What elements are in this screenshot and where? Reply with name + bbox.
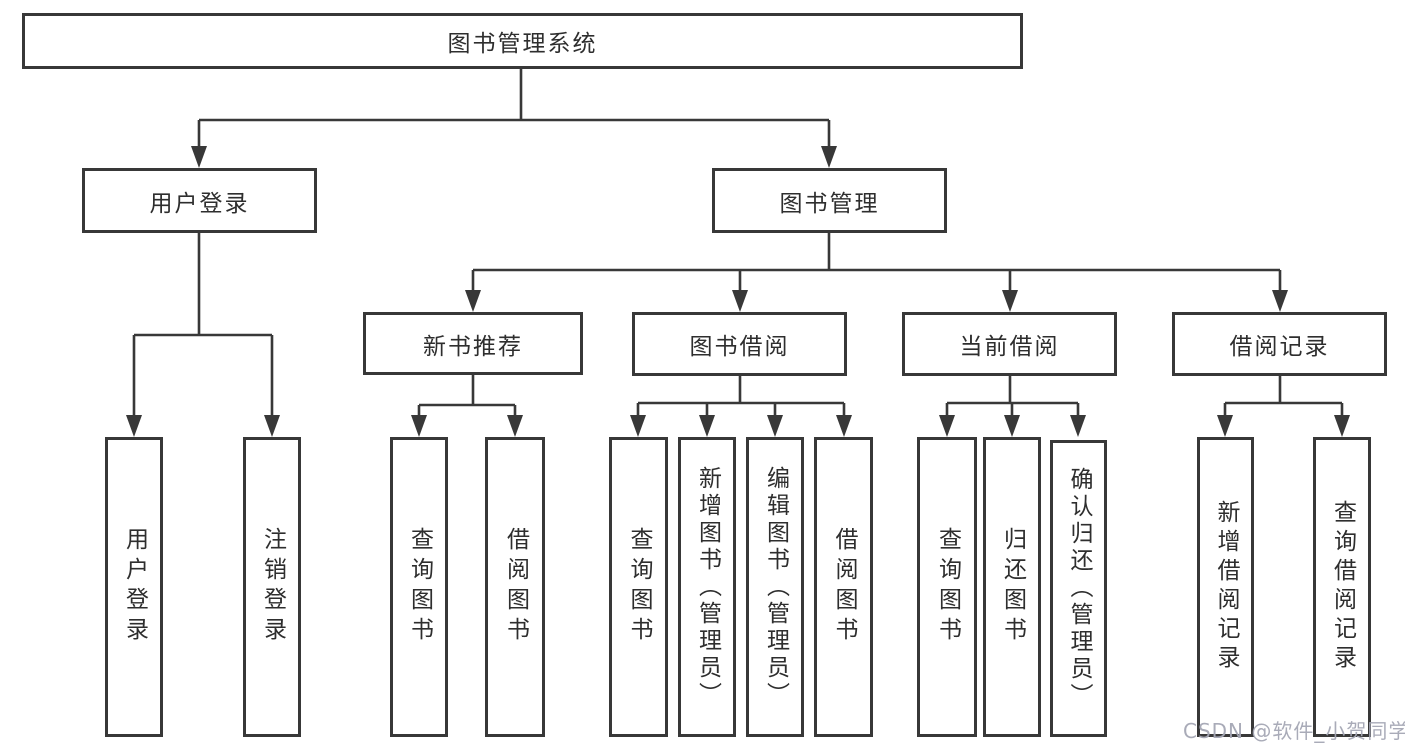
arrowheads [126, 146, 1350, 437]
node-new-book-recommend: 新书推荐 [363, 312, 583, 375]
leaf-add-borrow-record: 新增借阅记录 [1197, 437, 1254, 737]
node-user-login: 用户登录 [82, 168, 317, 233]
leaf-logout: 注销登录 [243, 437, 301, 737]
leaf-borrow-book-borrow: 借阅图书 [814, 437, 873, 737]
node-current-borrow: 当前借阅 [902, 312, 1117, 376]
leaf-edit-book-admin: 编辑图书（管理员） [746, 437, 804, 737]
csdn-watermark: CSDN @软件_小贺同学 [1183, 719, 1405, 743]
leaf-query-borrow-record: 查询借阅记录 [1313, 437, 1371, 737]
leaf-add-book-admin: 新增图书（管理员） [678, 437, 736, 737]
leaf-borrow-book-recommend: 借阅图书 [485, 437, 545, 737]
leaf-query-book-borrow: 查询图书 [609, 437, 668, 737]
node-root-system: 图书管理系统 [22, 13, 1023, 69]
leaf-user-login: 用户登录 [105, 437, 163, 737]
connector-lines [132, 69, 1344, 417]
leaf-query-book-recommend: 查询图书 [390, 437, 448, 737]
leaf-query-book-current: 查询图书 [917, 437, 977, 737]
node-book-borrow: 图书借阅 [632, 312, 847, 376]
leaf-return-book: 归还图书 [983, 437, 1041, 737]
node-borrow-records: 借阅记录 [1172, 312, 1387, 376]
leaf-confirm-return-admin: 确认归还（管理员） [1050, 440, 1107, 737]
node-book-management: 图书管理 [712, 168, 947, 233]
